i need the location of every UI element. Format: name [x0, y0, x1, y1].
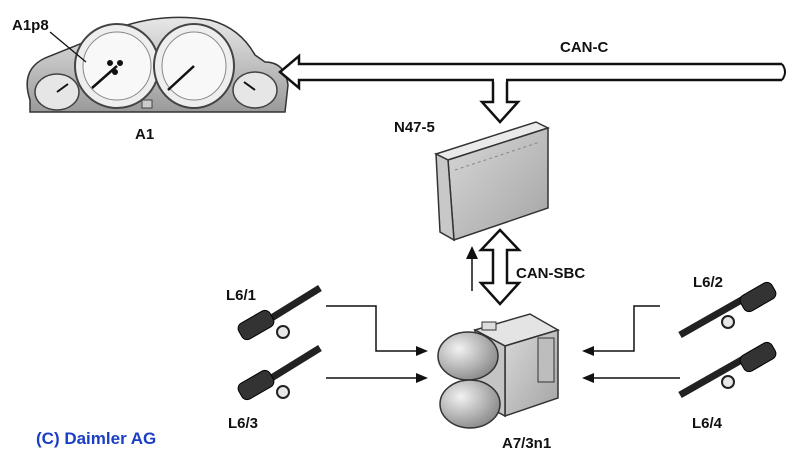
control-module — [434, 121, 550, 242]
sensor-fl — [237, 285, 322, 341]
instrument-cluster — [26, 16, 289, 113]
can-c-bus — [278, 53, 786, 124]
sensor-fl-label: L6/1 — [226, 287, 256, 304]
hydraulic-unit-label: A7/3n1 — [502, 435, 551, 452]
hydraulic-unit — [437, 313, 560, 429]
sensor-rr-label: L6/4 — [692, 415, 723, 432]
can-c-label: CAN-C — [560, 39, 608, 56]
sensor-rl — [237, 345, 322, 401]
sensor-fr — [678, 281, 777, 339]
cluster-label: A1 — [135, 126, 154, 143]
module-label: N47-5 — [394, 119, 435, 136]
sensor-rr — [678, 341, 777, 399]
can-sbc-label: CAN-SBC — [516, 265, 585, 282]
sensor-fr-label: L6/2 — [693, 274, 723, 291]
copyright-text: (C) Daimler AG — [36, 429, 156, 448]
sensor-signal-arrowheads — [416, 346, 594, 383]
sensor-signal-lines — [326, 305, 680, 379]
can-sbc-link — [466, 228, 522, 306]
cluster-part-leader — [49, 31, 87, 63]
sensor-rl-label: L6/3 — [228, 415, 258, 432]
cluster-part-label: A1p8 — [12, 17, 49, 34]
